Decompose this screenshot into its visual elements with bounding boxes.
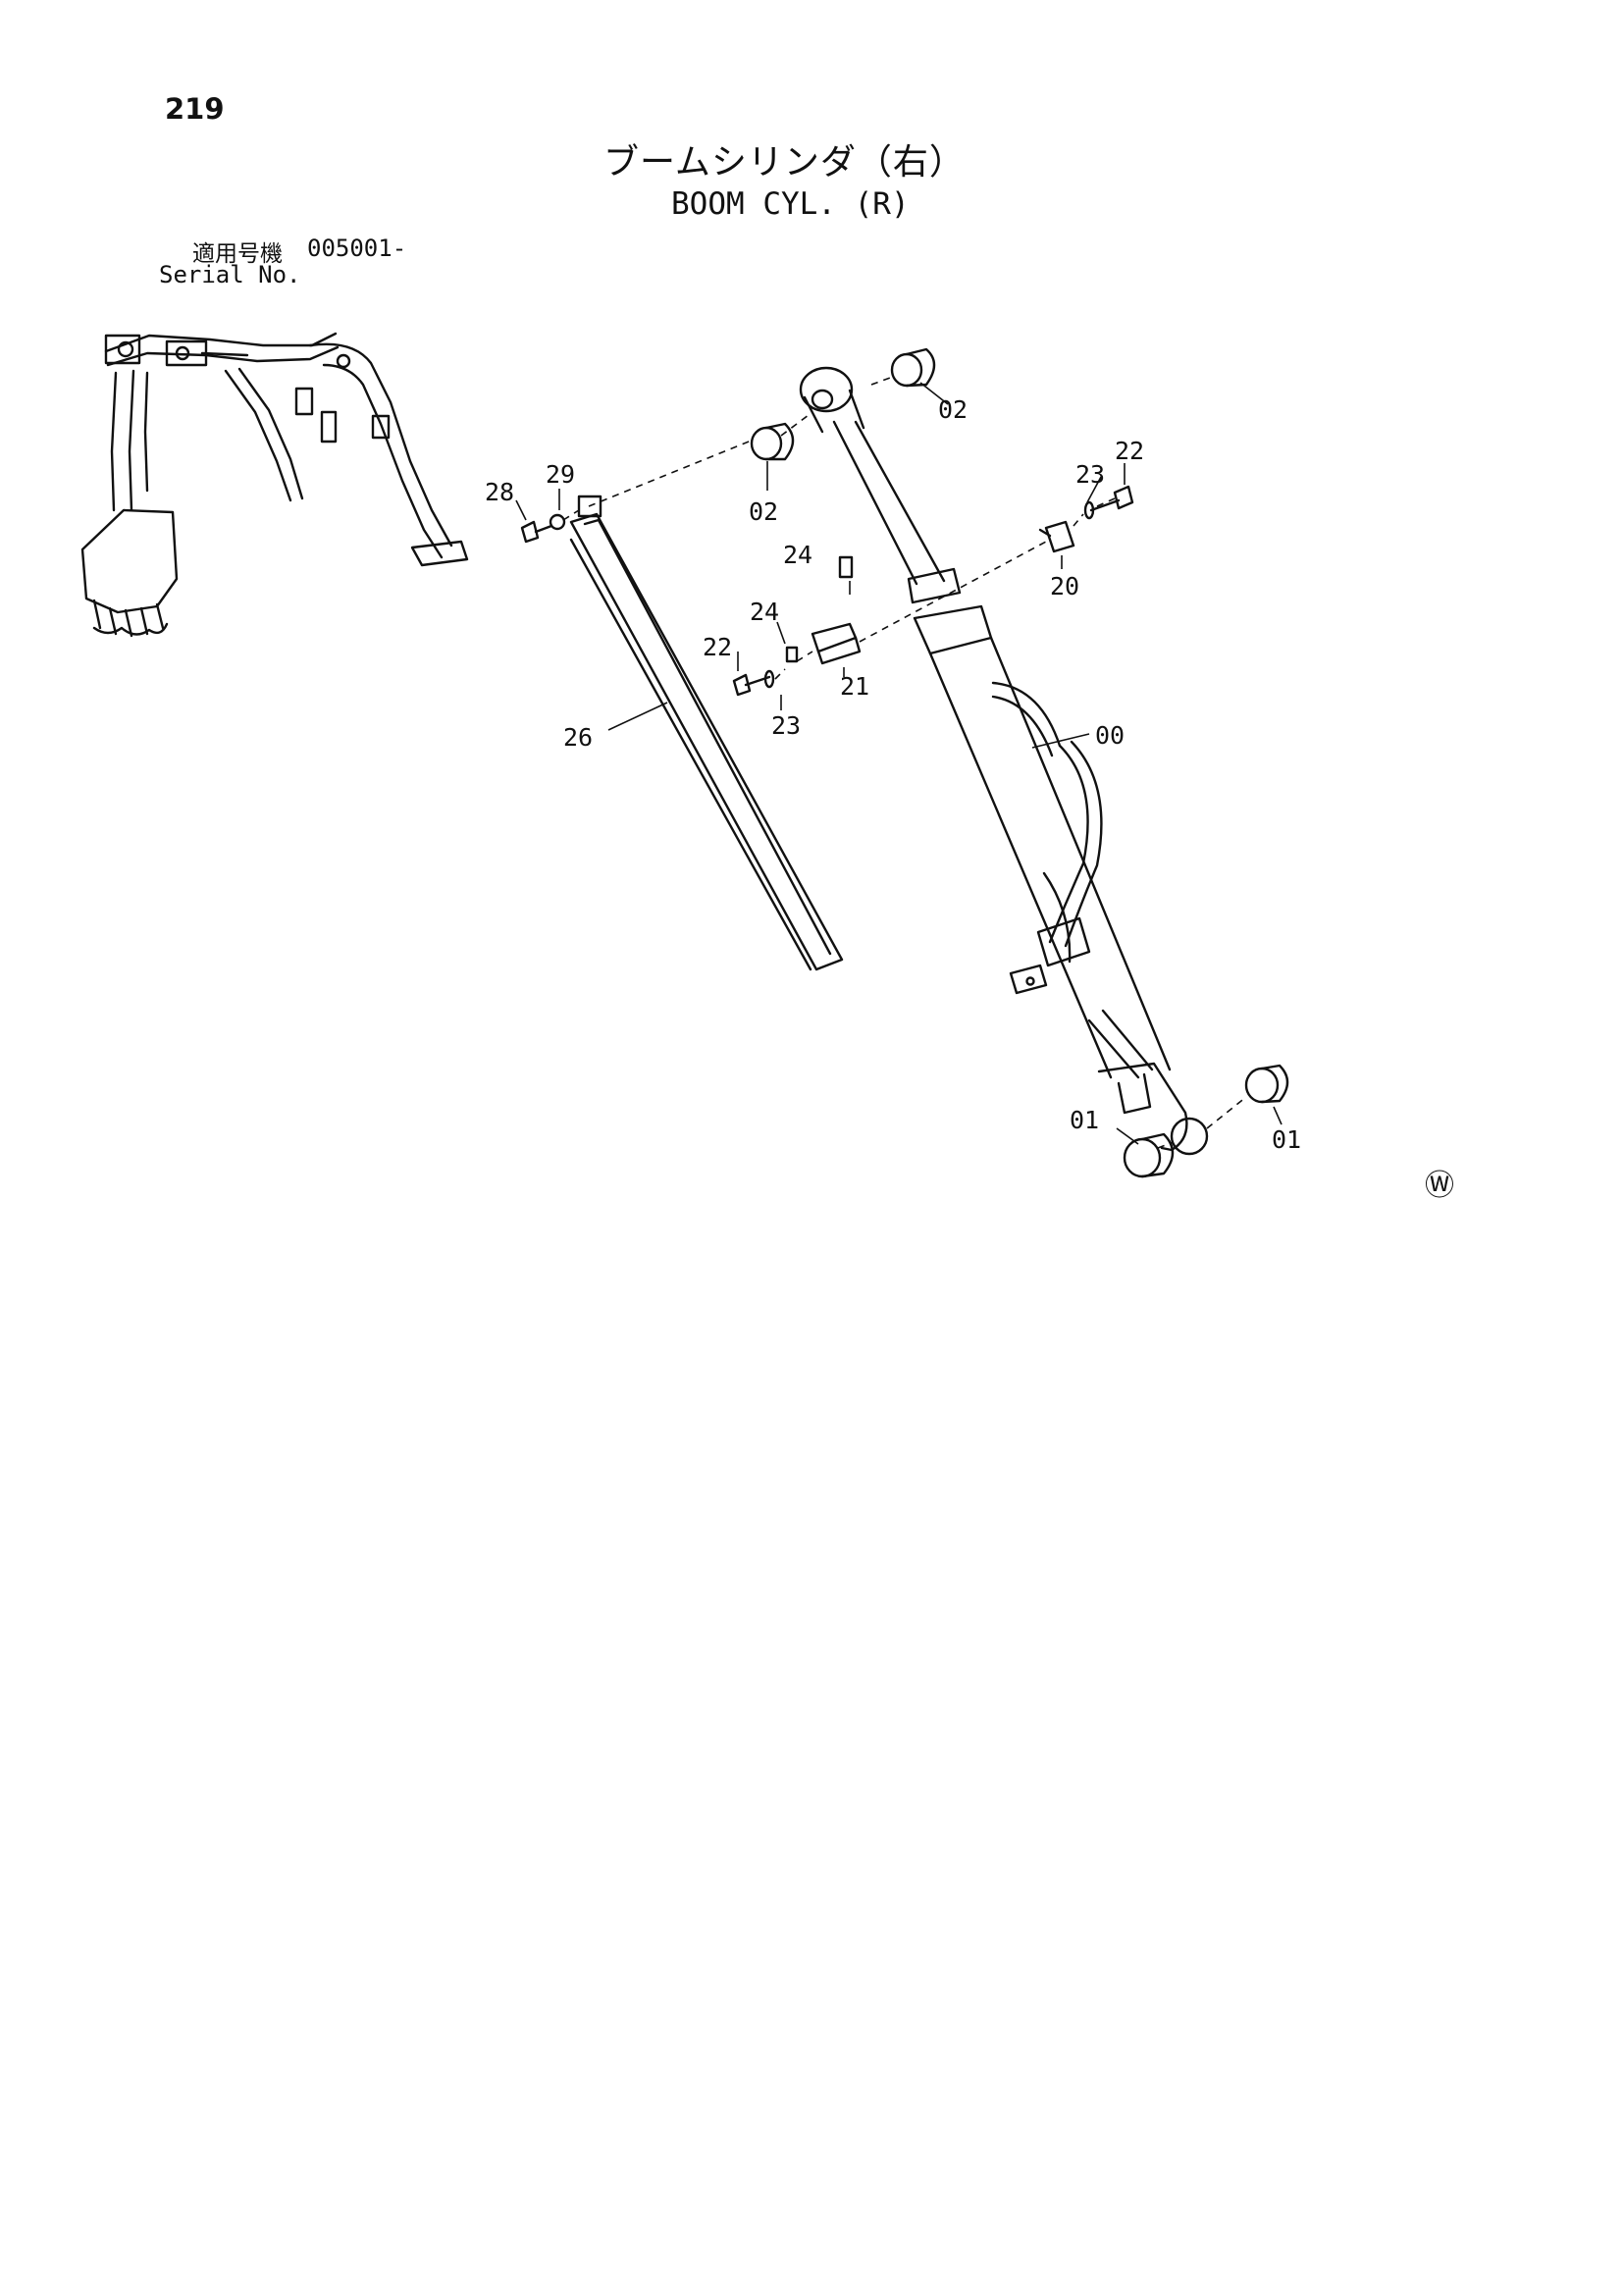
bracket-20 — [1044, 520, 1075, 553]
leader-lines — [515, 382, 1283, 1145]
callout-28: 28 — [485, 478, 514, 506]
washer-23-right — [1083, 500, 1095, 520]
bolt-22-left — [732, 673, 771, 697]
w-mark: Ⓦ — [1425, 1169, 1454, 1203]
washer-29 — [549, 513, 566, 531]
callout-23-right: 23 — [1075, 460, 1105, 489]
callout-20: 20 — [1050, 572, 1079, 600]
bracket-21 — [811, 622, 858, 653]
callout-23-left: 23 — [771, 711, 801, 740]
bushing-01-lower-left — [1123, 1137, 1162, 1178]
callout-24-lower: 24 — [750, 598, 779, 626]
callout-00: 00 — [1095, 721, 1125, 750]
assembly-lines — [562, 376, 1247, 1149]
title-english: BOOM CYL. (R) — [671, 186, 910, 222]
bolt-22-right — [1089, 485, 1134, 512]
serial-label-japanese: 適用号機 — [192, 241, 283, 267]
boom-cylinder-assembly — [799, 366, 1209, 1156]
callout-01-lower-left: 01 — [1070, 1106, 1099, 1134]
callout-29: 29 — [546, 460, 575, 489]
pin-24-upper — [838, 555, 854, 579]
callout-22-left: 22 — [703, 633, 732, 661]
callout-22-right: 22 — [1115, 437, 1144, 465]
excavator-overview-sketch — [80, 332, 469, 638]
bushing-02-upper-left — [750, 426, 783, 461]
callout-26: 26 — [563, 723, 593, 752]
bushing-01-lower-right — [1244, 1067, 1280, 1104]
title-japanese: ブームシリンダ（右） — [603, 142, 966, 183]
page-number: 219 — [165, 92, 225, 126]
washer-23-left — [763, 669, 775, 689]
callout-02-upper-right: 02 — [938, 395, 968, 424]
serial-number-value: 005001- — [307, 235, 407, 262]
bushing-02-upper-right — [890, 352, 923, 388]
cylinder-cover-26 — [569, 495, 844, 971]
callout-01-lower-right: 01 — [1272, 1125, 1301, 1154]
callout-24-upper: 24 — [783, 541, 812, 569]
callout-21: 21 — [840, 672, 869, 701]
pin-24-lower — [785, 646, 799, 663]
serial-label-english: Serial No. — [159, 261, 301, 288]
callout-02-upper-left: 02 — [749, 497, 778, 526]
bolt-28 — [520, 520, 553, 544]
